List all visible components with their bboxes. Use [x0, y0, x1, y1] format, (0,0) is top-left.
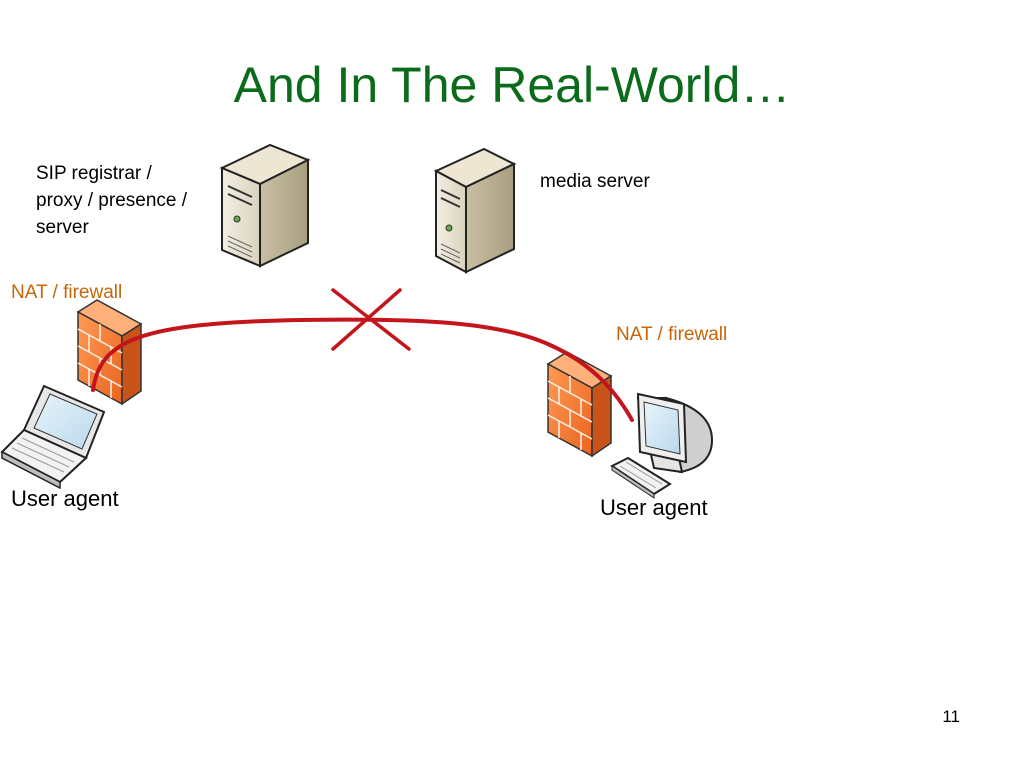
- media-server-label: media server: [540, 171, 650, 192]
- media-server-icon: [433, 147, 517, 274]
- connection-line: [91, 317, 634, 422]
- nat-firewall-right-label: NAT / firewall: [616, 324, 728, 345]
- sip-server-icon: [219, 143, 311, 268]
- user-agent-left-label: User agent: [11, 486, 119, 511]
- slide-title: And In The Real-World…: [233, 57, 791, 113]
- right-firewall-icon: [546, 351, 613, 458]
- user-agent-right-label: User agent: [600, 495, 708, 520]
- desktop-computer-icon: [610, 392, 714, 499]
- laptop-icon: [0, 384, 106, 490]
- sip-server-label: SIP registrar / proxy / presence / serve…: [36, 163, 188, 238]
- blocked-x-mark: [331, 288, 411, 351]
- page-number: 11: [942, 707, 960, 726]
- nat-firewall-left-label: NAT / firewall: [11, 282, 123, 303]
